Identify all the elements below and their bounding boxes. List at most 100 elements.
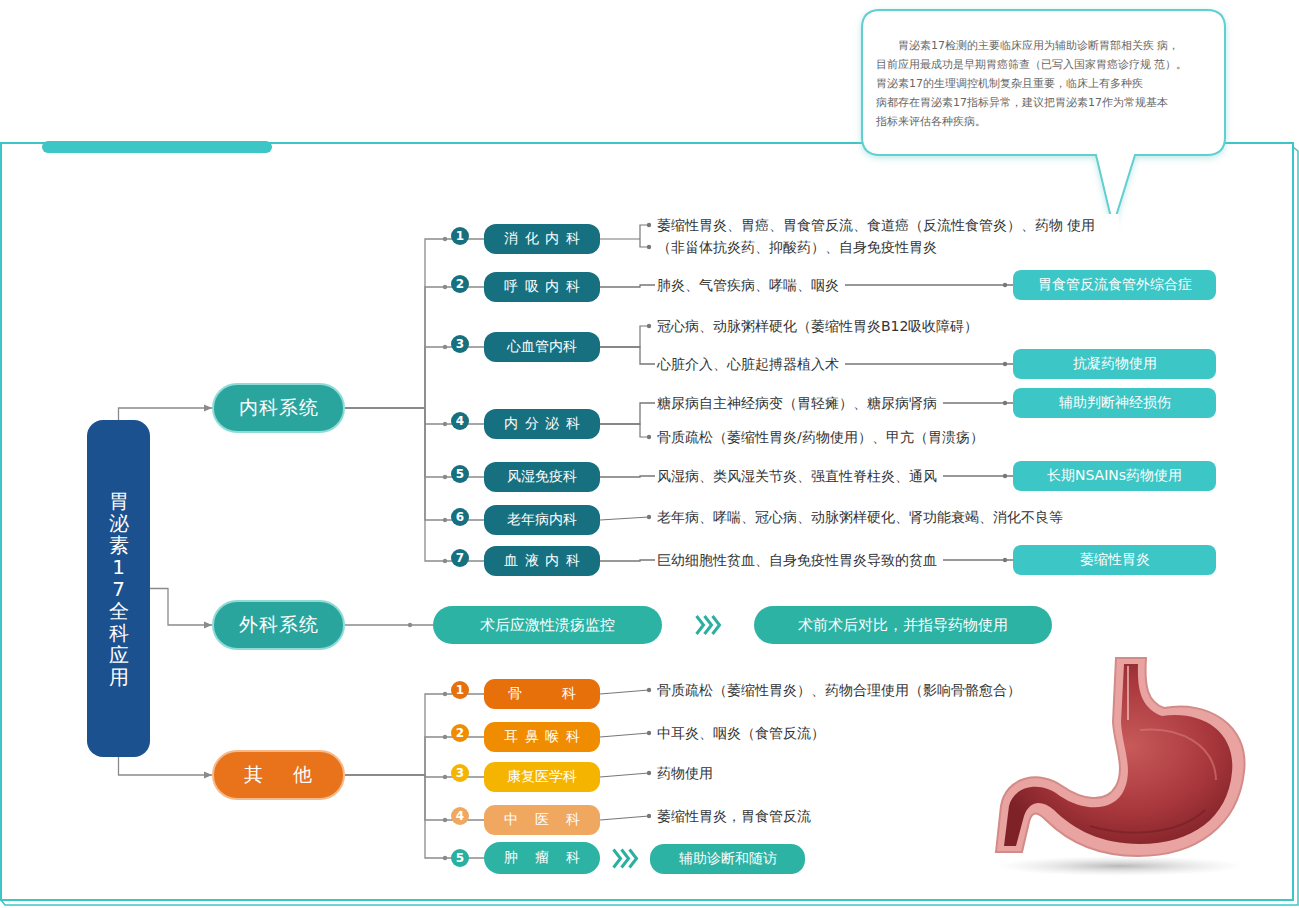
connector-dot [408,623,412,627]
connector-dot [1003,283,1007,287]
chevron [630,850,637,868]
connector [345,775,484,860]
node-label: 中 医 科 [504,811,580,829]
leader-line [600,816,649,820]
note-pill: 长期NSAINs药物使用 [1013,461,1216,491]
connector [119,408,213,420]
chevron [705,616,712,634]
department-pill: 老年病内科 [484,505,600,535]
node-label: 骨 科 [508,685,577,703]
node-label: 萎缩性胃炎 [1080,551,1150,569]
edge-label: 心脏介入、心脏起搏器植入术 [655,353,845,375]
node-label: 术后应激性溃疡监控 [480,616,615,635]
category-pill: 内科系统 [212,383,345,433]
connector-dot [443,475,447,479]
connector [150,589,212,626]
connector [345,408,484,522]
step-pill: 辅助诊断和随访 [650,844,805,874]
connector-line [345,287,484,408]
connector [345,237,484,408]
description-text: 药物使用 [655,762,715,784]
node-label: 长期NSAINs药物使用 [1047,467,1182,485]
leader-dot [647,814,651,818]
node-label: 内 分 泌 科 [504,415,580,433]
category-pill: 其 他 [212,750,345,800]
node-label: 风湿免疫科 [507,468,577,486]
connector-line [345,347,484,408]
callout-number: 6 [451,508,469,526]
description-text: 骨质疏松（萎缩性胃炎）、药物合理使用（影响骨骼愈合） [655,679,1023,701]
department-pill: 心血管内科 [484,332,600,362]
node-label: 耳 鼻 喉 科 [504,728,580,746]
node-label: 肿 瘤 科 [504,849,580,867]
connector-dot [443,422,447,426]
connector-dot [1003,362,1007,366]
node-label: 其 他 [244,762,314,788]
connector-line [345,408,484,561]
node-label: 术前术后对比，并指导药物使用 [798,616,1008,635]
callout-number: 3 [451,764,469,782]
department-pill: 血 液 内 科 [484,546,600,576]
connector-dot [443,775,447,779]
chevron [622,850,629,868]
connector-dot [443,818,447,822]
node-label: 消 化 内 科 [504,230,580,248]
connector [345,623,433,627]
leader-line [600,773,649,777]
edge-label: 糖尿病自主神经病变（胃轻瘫）、糖尿病肾病 [655,392,943,414]
connector-dot [443,692,447,696]
node-label: 抗凝药物使用 [1073,355,1157,373]
connector-dot [1003,401,1007,405]
connector [345,285,484,408]
leader-dot [647,688,651,692]
connector [119,757,213,775]
callout-note: 胃泌素17检测的主要临床应用为辅助诊断胃部相关疾 病，目前应用最成功是早期胃癌筛… [866,16,1221,150]
leader-dot [647,324,651,328]
connector-line [119,408,213,420]
department-pill: 内 分 泌 科 [484,409,600,439]
leader-line [600,424,649,437]
connector-line [150,589,212,626]
connector-dot [443,735,447,739]
leader-dot [647,223,651,227]
connector-dot [1003,474,1007,478]
speech-bubble [862,10,1225,226]
callout-number: 3 [451,335,469,353]
connector [345,408,484,563]
category-pill: 外科系统 [212,600,345,650]
callout-number: 1 [451,227,469,245]
description-text: 骨质疏松（萎缩性胃炎/药物使用）、甲亢（胃溃疡） [655,426,986,448]
leader-dot [647,731,651,735]
connector-dot [1003,558,1007,562]
leader-lines [600,223,651,820]
department-pill: 肿 瘤 科 [484,842,600,874]
node-label: 辅助判断神经损伤 [1059,394,1171,412]
edge-label: 巨幼细胞性贫血、自身免疫性胃炎导致的贫血 [655,549,943,571]
description-text: 萎缩性胃炎，胃食管反流 [655,805,813,827]
node-label: 外科系统 [239,612,319,638]
step-pill: 术前术后对比，并指导药物使用 [754,606,1052,644]
stomach-illustration [995,658,1245,876]
callout-number: 7 [451,549,469,567]
department-pill: 耳 鼻 喉 科 [484,722,600,752]
note-pill: 胃食管反流食管外综合症 [1013,270,1216,300]
department-pill: 中 医 科 [484,805,600,835]
description-text: 中耳炎、咽炎（食管反流） [655,722,827,744]
node-label: 呼 吸 内 科 [504,278,580,296]
connector-line [345,239,484,408]
edge-label: 风湿病、类风湿关节炎、强直性脊柱炎、通风 [655,465,943,487]
department-pill: 消 化 内 科 [484,224,600,254]
chevron [614,850,621,868]
step-pill: 术后应激性溃疡监控 [433,606,662,644]
bracket [640,225,649,247]
root-box: 胃泌素17全科应用 [87,420,150,757]
connector-dot [443,518,447,522]
connector [345,345,484,408]
connector [345,692,484,775]
frame [1,143,1293,900]
chevron-connector [697,616,720,634]
leader-dot [647,771,651,775]
callout-number: 4 [451,807,469,825]
